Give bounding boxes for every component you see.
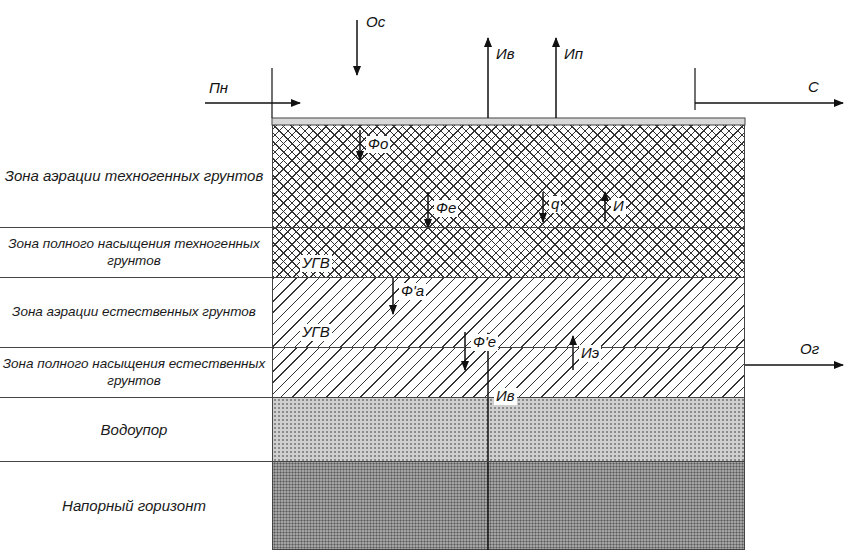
flow-label: Иэ <box>579 345 601 362</box>
layer-name: Зона аэрации техногенных грунтов <box>5 167 264 185</box>
pressure-aquifer-band: Напорный горизонт <box>0 462 745 550</box>
layer-name: Водоупор <box>101 421 168 439</box>
flow-label: Ос <box>364 14 387 31</box>
technogenic-saturation-band: Зона полного насыщения техногенных грунт… <box>0 228 745 278</box>
flow-label: УГВ <box>300 255 332 272</box>
layer-name: Зона полного насыщения техногенных грунт… <box>0 236 268 268</box>
layer-hatch <box>272 228 745 277</box>
flow-label: Фе <box>434 200 458 217</box>
layer-hatch <box>272 398 745 461</box>
layer-hatch <box>272 278 745 347</box>
layer-name: Зона аэрации естественных грунтов <box>12 304 256 320</box>
aquitard-band: Водоупор <box>0 398 745 462</box>
natural-aeration-band: Зона аэрации естественных грунтов <box>0 278 745 348</box>
flow-label: Фо <box>366 136 390 153</box>
flow-label: С <box>806 79 821 96</box>
layer-name: Напорный горизонт <box>62 497 206 515</box>
flow-label: Ог <box>798 341 821 358</box>
flow-label: Пн <box>207 80 230 97</box>
flow-label: q <box>549 196 561 213</box>
layer-hatch <box>272 125 745 227</box>
flow-label: Ф'а <box>399 283 426 300</box>
flow-label: Ив <box>494 46 517 63</box>
flow-label: Ф'е <box>471 334 498 351</box>
natural-saturation-band: Зона полного насыщения естественных грун… <box>0 348 745 398</box>
flow-label: Ив <box>494 388 517 405</box>
flow-label: И <box>611 198 626 215</box>
layer-hatch <box>272 462 745 550</box>
flow-label: УГВ <box>300 324 332 341</box>
layer-name: Зона полного насыщения естественных грун… <box>0 356 268 388</box>
flow-label: Ип <box>562 46 585 63</box>
